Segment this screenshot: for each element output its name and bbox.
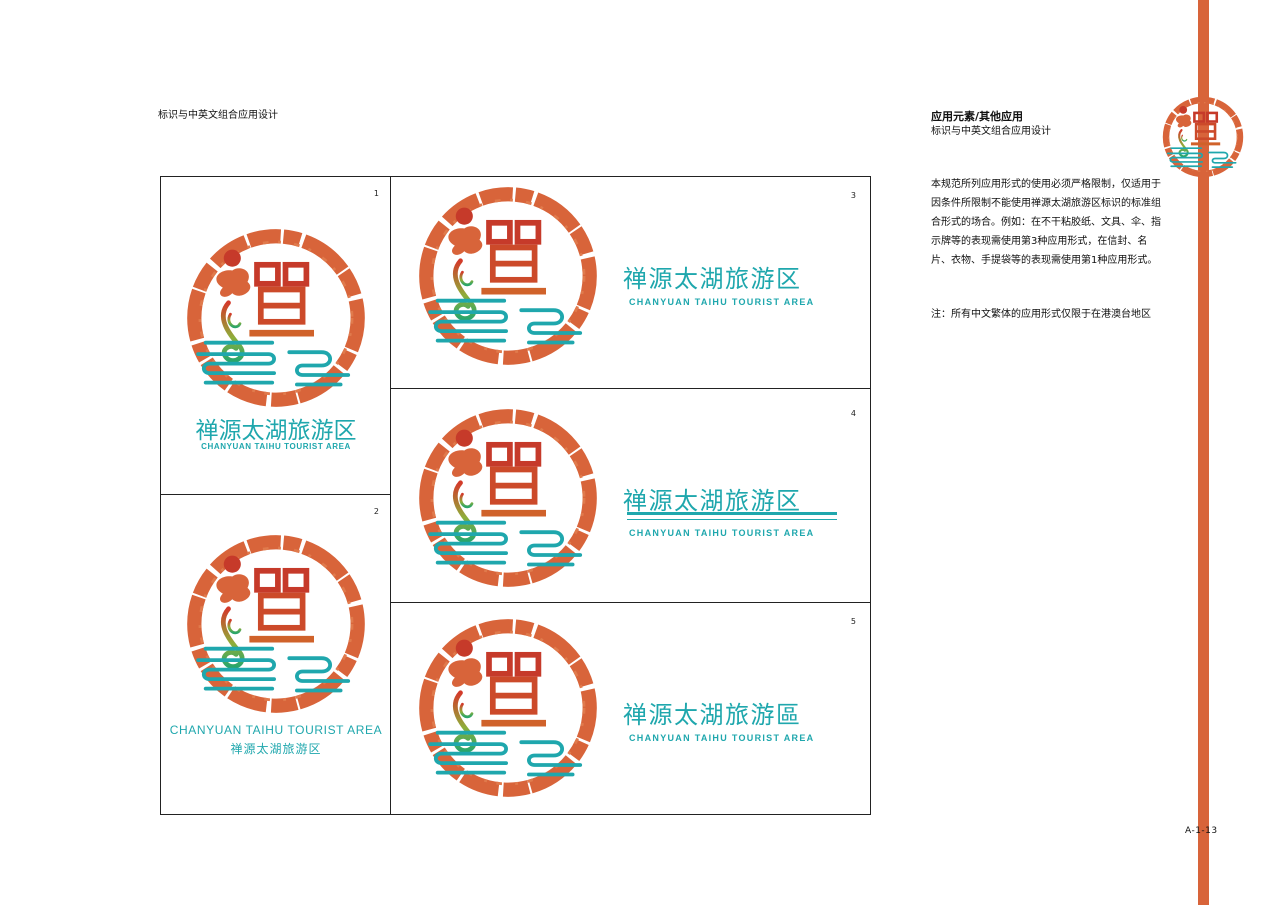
panel-5: 5 禅源太湖旅游區 CHANYUAN TAIHU TOURIST AREA — [390, 602, 871, 815]
divider-line — [627, 519, 837, 520]
note-text: 注：所有中文繁体的应用形式仅限于在港澳台地区 — [931, 309, 1151, 320]
accent-stripe — [1198, 0, 1209, 905]
zen-logo-icon — [181, 529, 371, 719]
panel-number: 5 — [850, 617, 856, 626]
chinese-name: 禅源太湖旅游區 — [623, 701, 802, 729]
divider-line — [627, 512, 837, 515]
corner-logo-icon — [1160, 94, 1246, 180]
panel-number: 3 — [850, 191, 856, 200]
panel-2: 2 CHANYUAN TAIHU TOURIST AREA 禅源太湖旅游区 — [160, 494, 392, 815]
chinese-name: 禅源太湖旅游区 — [195, 418, 357, 444]
panel-3: 3 禅源太湖旅游区 CHANYUAN TAIHU TOURIST AREA — [390, 176, 871, 390]
english-name: CHANYUAN TAIHU TOURIST AREA — [169, 723, 383, 737]
zen-logo-icon — [413, 181, 603, 371]
panel-1: 1 禅源太湖旅游区 CHANYUAN TAIHU TOURIST AREA — [160, 176, 392, 496]
panel-number: 1 — [373, 189, 379, 198]
description-text: 本规范所列应用形式的使用必须严格限制，仅适用于因条件所限制不能使用禅源太湖旅游区… — [931, 179, 1161, 266]
section-title: 应用元素/其他应用 — [931, 110, 1024, 123]
panel-4: 4 禅源太湖旅游区 CHANYUAN TAIHU TOURIST AREA — [390, 388, 871, 604]
english-name: CHANYUAN TAIHU TOURIST AREA — [201, 442, 351, 451]
english-name: CHANYUAN TAIHU TOURIST AREA — [629, 528, 815, 538]
panel-number: 4 — [850, 409, 856, 418]
chinese-name: 禅源太湖旅游区 — [623, 265, 802, 293]
chinese-name: 禅源太湖旅游区 — [230, 742, 322, 756]
zen-logo-icon — [413, 613, 603, 803]
english-name: CHANYUAN TAIHU TOURIST AREA — [629, 297, 815, 307]
section-subtitle: 标识与中英文组合应用设计 — [931, 126, 1051, 137]
zen-logo-icon — [413, 403, 603, 593]
english-name: CHANYUAN TAIHU TOURIST AREA — [629, 733, 815, 743]
page-code: A-1-13 — [1185, 826, 1218, 836]
chinese-name: 禅源太湖旅游区 — [623, 487, 802, 515]
zen-logo-icon — [181, 223, 371, 413]
page-title: 标识与中英文组合应用设计 — [158, 110, 278, 121]
panel-number: 2 — [373, 507, 379, 516]
